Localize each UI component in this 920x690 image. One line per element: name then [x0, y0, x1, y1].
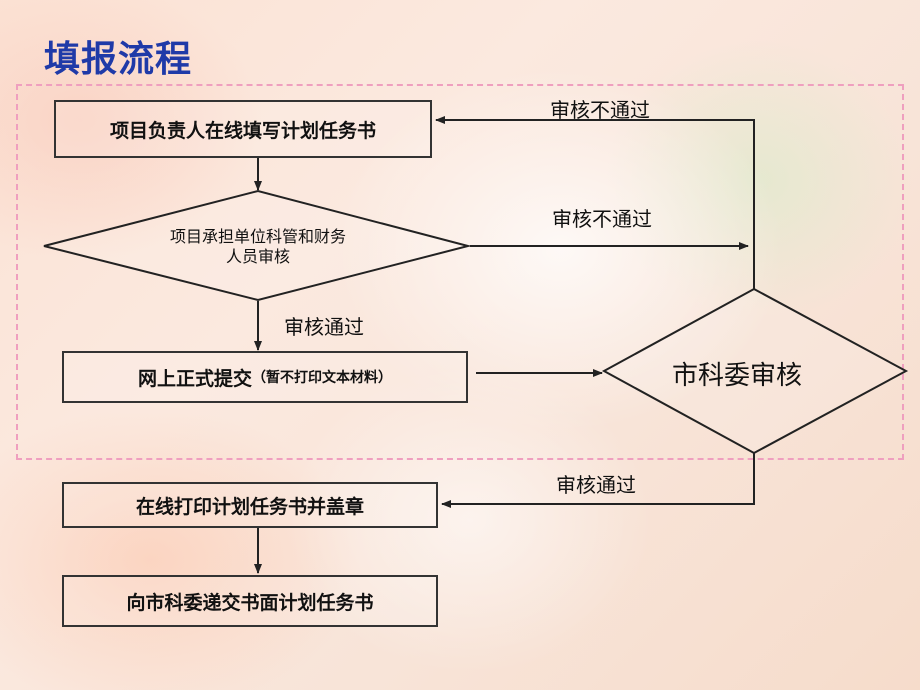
commission-pass-label: 审核通过	[556, 473, 636, 497]
fill-task-label: 项目负责人在线填写计划任务书	[109, 119, 376, 142]
submit-paper-label: 向市科委递交书面计划任务书	[126, 591, 374, 614]
arrow-commission-reject	[435, 116, 755, 289]
fill-task-box: 项目负责人在线填写计划任务书	[54, 100, 432, 158]
online-process-region	[16, 84, 904, 460]
submit-online-note: （暂不打印文本材料）	[252, 370, 392, 386]
commission-review-diamond	[601, 287, 909, 455]
submit-online-box: 网上正式提交（暂不打印文本材料）	[62, 351, 468, 403]
print-stamp-label: 在线打印计划任务书并盖章	[135, 495, 364, 518]
submit-paper-box: 向市科委递交书面计划任务书	[62, 575, 438, 627]
print-stamp-box: 在线打印计划任务书并盖章	[62, 482, 438, 528]
commission-review-label: 市科委审核	[672, 361, 803, 391]
submit-online-label: 网上正式提交	[137, 367, 252, 390]
unit-review-label: 项目承担单位科管和财务 人员审核	[118, 227, 398, 267]
unit-review-line2: 人员审核	[225, 247, 290, 266]
page-title: 填报流程	[44, 39, 193, 80]
unit-pass-label: 审核通过	[284, 315, 364, 339]
unit-review-diamond	[43, 189, 472, 302]
commission-reject-label: 审核不通过	[550, 98, 650, 122]
arrow-commission-pass	[441, 453, 755, 508]
unit-review-line1: 项目承担单位科管和财务	[169, 227, 346, 246]
unit-reject-label: 审核不通过	[552, 207, 652, 231]
